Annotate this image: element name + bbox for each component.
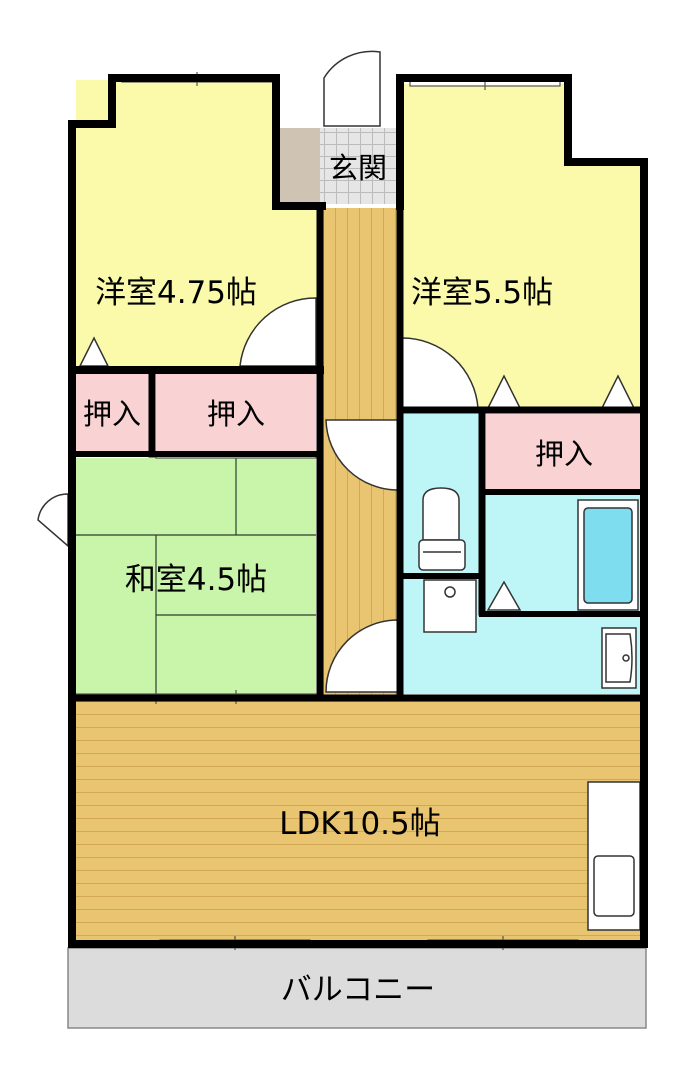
door-swings [37, 50, 479, 693]
closet-middle-floor [156, 374, 316, 452]
closet-small-label: 押入 [83, 397, 141, 431]
toilet-icon [418, 487, 466, 571]
washbasin-icon [601, 627, 637, 689]
closet-right-label: 押入 [535, 437, 593, 471]
tatami-lines [76, 458, 316, 694]
walls [68, 74, 648, 948]
western-room-left-floor [76, 80, 318, 368]
western-room-right-label: 洋室5.5帖 [411, 275, 553, 311]
vent-triangles [78, 336, 636, 611]
western-room-left-label: 洋室4.75帖 [95, 275, 257, 311]
closet-middle-label: 押入 [207, 397, 265, 431]
entrance-tile [320, 128, 400, 204]
ldk-label: LDK10.5帖 [279, 806, 441, 842]
bathtub-icon [577, 499, 639, 611]
closet-small-floor [76, 374, 149, 452]
entrance-floor [280, 128, 320, 204]
japanese-room-label: 和室4.5帖 [125, 562, 267, 598]
laundry-pan-icon [423, 579, 477, 633]
closet-right-floor [486, 414, 642, 490]
ldk-floor [74, 700, 642, 940]
japanese-room-floor [76, 458, 316, 694]
entrance-label: 玄関 [329, 151, 387, 185]
balcony-label: バルコニー [281, 972, 435, 1008]
balcony-floor [67, 947, 647, 1029]
kitchen-counter-icon [587, 781, 641, 931]
